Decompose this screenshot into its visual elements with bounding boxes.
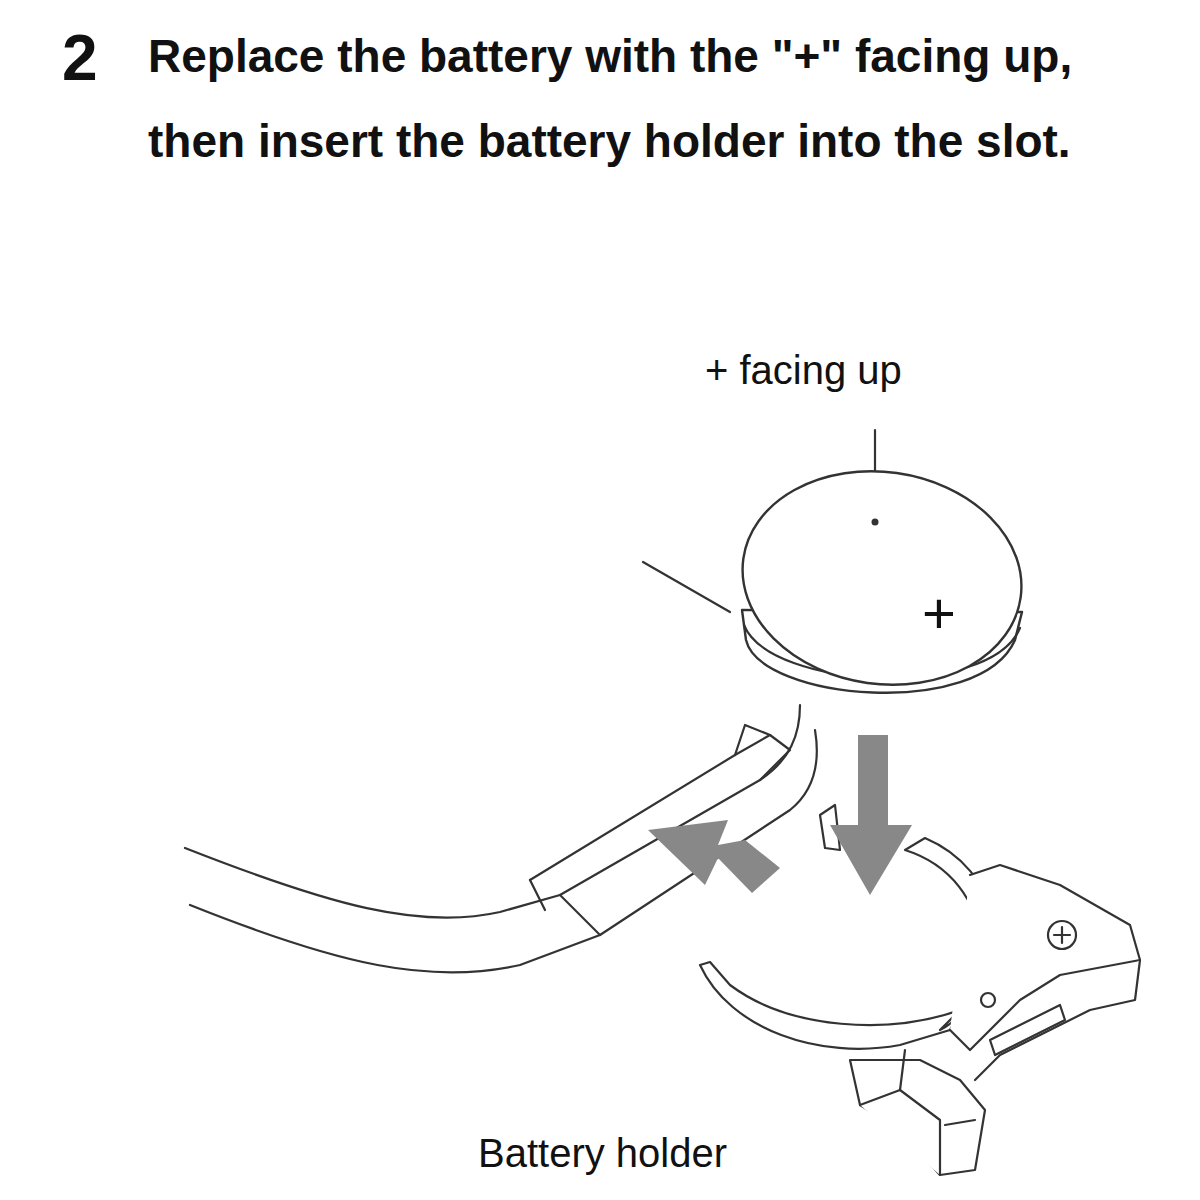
leader-line <box>643 562 730 612</box>
polarity-mark: + <box>922 584 956 642</box>
coin-battery <box>729 454 1036 703</box>
step-number: 2 <box>62 26 98 90</box>
slide-arrow <box>648 820 780 893</box>
remote-body <box>185 705 817 973</box>
insert-arrow <box>830 735 912 895</box>
polarity-note: + facing up <box>705 350 902 390</box>
step-instruction: Replace the battery with the "+" facing … <box>148 14 1108 184</box>
part-name: Battery holder <box>478 1133 727 1173</box>
